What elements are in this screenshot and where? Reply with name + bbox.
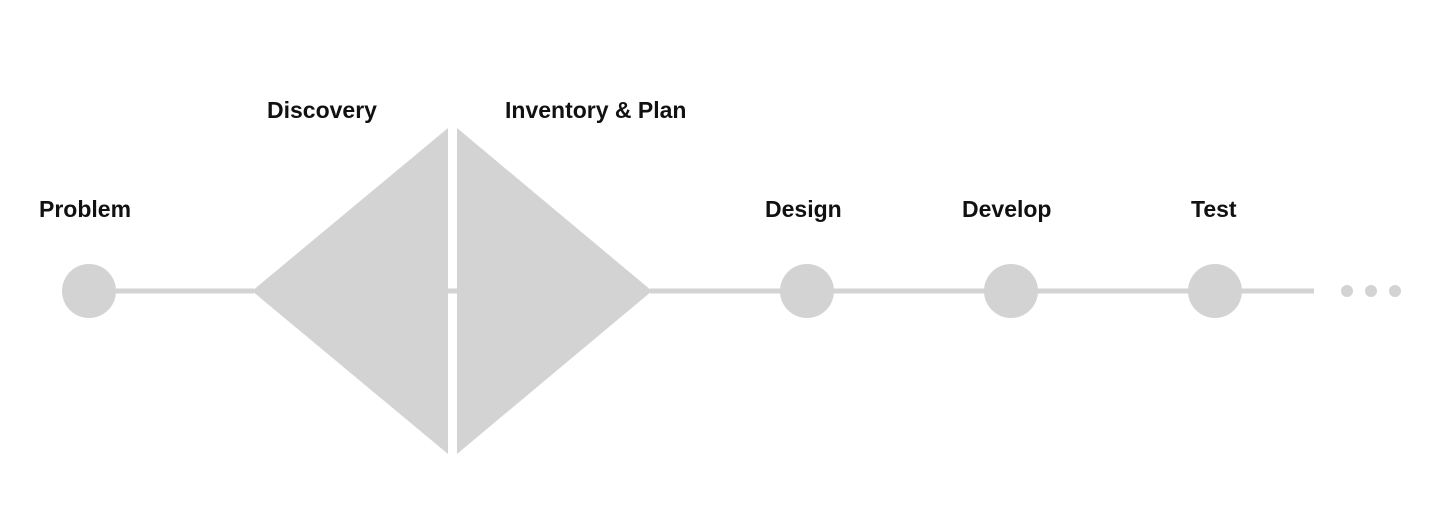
test-node <box>1188 264 1242 318</box>
inventory-plan-diamond <box>457 128 652 454</box>
design-label: Design <box>765 196 842 222</box>
problem-node <box>62 264 116 318</box>
develop-node <box>984 264 1038 318</box>
ellipsis-dot <box>1365 285 1377 297</box>
problem-label: Problem <box>39 196 131 222</box>
ellipsis-icon <box>1341 285 1401 297</box>
ellipsis-dot <box>1389 285 1401 297</box>
test-label: Test <box>1191 196 1237 222</box>
inventory-plan-label: Inventory & Plan <box>505 97 686 123</box>
discovery-diamond <box>252 128 448 454</box>
design-node <box>780 264 834 318</box>
ellipsis-dot <box>1341 285 1353 297</box>
develop-label: Develop <box>962 196 1051 222</box>
discovery-label: Discovery <box>267 97 377 123</box>
